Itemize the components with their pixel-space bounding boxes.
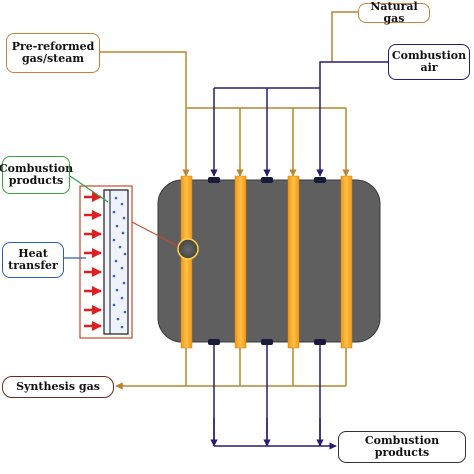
natural-gas-label: Natural gas bbox=[358, 1, 430, 25]
pre-reformed-label: Pre-reformed gas/steam bbox=[6, 33, 100, 73]
synthesis-gas-collector bbox=[115, 340, 347, 390]
air-header bbox=[210, 61, 388, 177]
detail-circle bbox=[177, 238, 199, 260]
combustion-products-side-label: Combustion products bbox=[0, 156, 73, 194]
natural-gas-line bbox=[331, 11, 358, 62]
flue-gas-collector bbox=[210, 340, 337, 450]
burner-nozzles bbox=[208, 177, 326, 345]
reformer-tubes bbox=[180, 175, 353, 349]
feed-header bbox=[100, 51, 350, 177]
combustion-products-leader bbox=[69, 175, 109, 203]
heat-transfer-label: Heat transfer bbox=[2, 242, 64, 278]
heat-transfer-detail bbox=[79, 185, 133, 339]
catalyst-dots bbox=[112, 196, 127, 329]
combustion-air-label: Combustion air bbox=[388, 44, 470, 80]
heat-arrows bbox=[84, 192, 102, 331]
detail-leader bbox=[131, 221, 179, 247]
synthesis-gas-label: Synthesis gas bbox=[2, 376, 114, 398]
combustion-products-bottom-label: Combustion products bbox=[338, 431, 466, 463]
